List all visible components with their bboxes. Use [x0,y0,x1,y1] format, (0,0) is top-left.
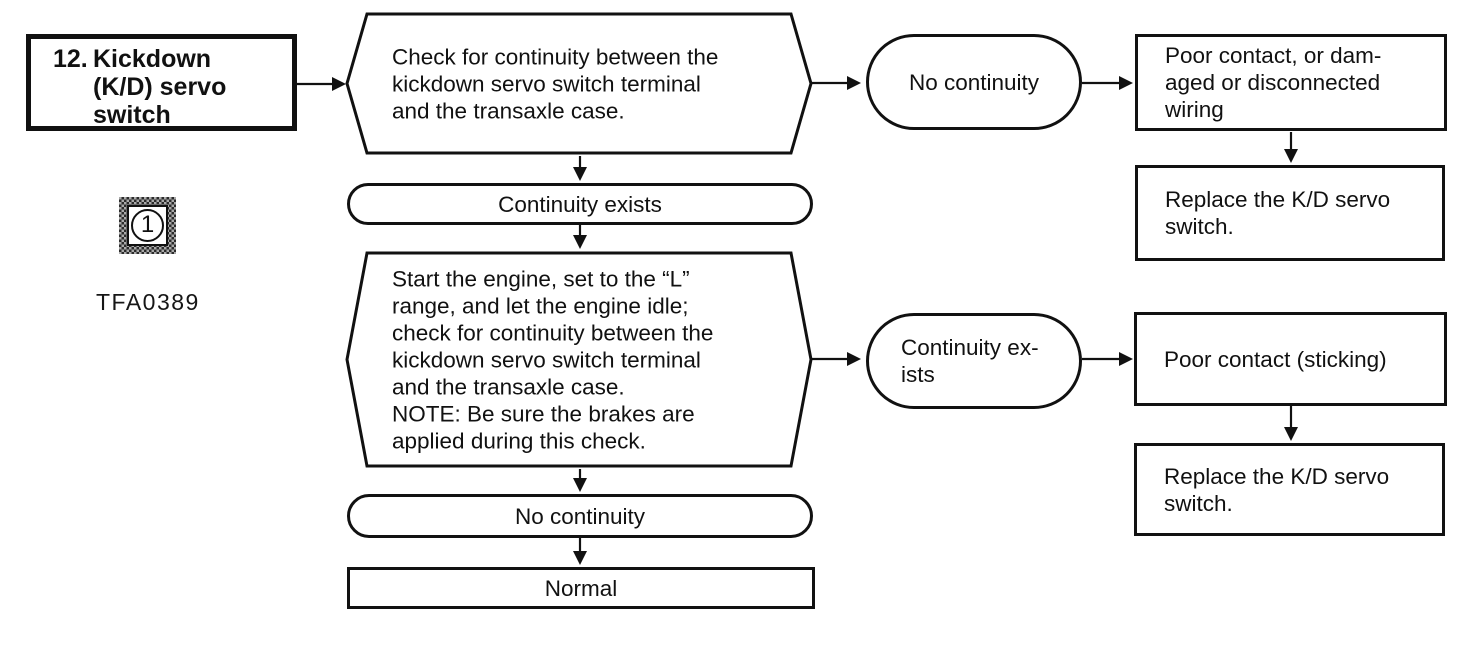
arrow-test2-to-condition2 [812,352,861,366]
arrow-pass2-to-end [573,538,587,565]
hexagon-outline [345,12,813,155]
start-title: Kickdown (K/D) servo switch [93,45,227,129]
start-node: 12. Kickdown (K/D) servo switch [26,34,297,131]
branch2-action-label: Replace the K/D servo switch. [1164,463,1390,516]
branch1-action-box: Replace the K/D servo switch. [1135,165,1445,261]
hexagon-outline [345,251,813,468]
test1-hexagon: Check for continuity between the kickdow… [345,12,813,155]
start-step-number: 12. [53,45,88,73]
branch2-cause-label: Poor contact (sticking) [1164,346,1387,372]
test2-pass-label: No continuity [514,503,646,529]
arrow-cause2-to-action2 [1284,406,1298,441]
arrow-test1-to-condition1 [812,76,861,90]
step-marker-icon: 1 [119,197,176,254]
arrow-test2-to-pass2 [573,469,587,492]
circled-number-icon: 1 [131,209,164,242]
arrow-condition1-to-cause1 [1082,76,1133,90]
branch2-condition-oval: Continuity ex- ists [866,313,1082,409]
test2-text: Start the engine, set to the “L” range, … [392,266,714,453]
test1-pass-label: Continuity exists [498,191,662,217]
test1-pass-result: Continuity exists [347,183,813,225]
branch1-cause-label: Poor contact, or dam- aged or disconnect… [1165,43,1382,122]
arrow-pass1-to-test2 [573,225,587,249]
end-node: Normal [347,567,815,609]
test1-text: Check for continuity between the kickdow… [392,44,719,123]
branch2-condition-label: Continuity ex- ists [901,335,1039,387]
test2-hexagon: Start the engine, set to the “L” range, … [345,251,813,468]
branch1-condition-label: No continuity [908,69,1040,95]
branch1-condition-oval: No continuity [866,34,1082,130]
branch1-cause-box: Poor contact, or dam- aged or disconnect… [1135,34,1447,131]
branch2-action-box: Replace the K/D servo switch. [1134,443,1445,536]
arrow-start-to-test1 [297,77,346,91]
figure-code: TFA0389 [96,289,200,315]
step-marker-inner: 1 [127,205,168,246]
test2-pass-result: No continuity [347,494,813,538]
arrow-test1-to-pass1 [573,156,587,181]
arrow-condition2-to-cause2 [1082,352,1133,366]
arrow-cause1-to-action1 [1284,132,1298,163]
branch2-cause-box: Poor contact (sticking) [1134,312,1447,406]
step-marker-number: 1 [140,211,155,238]
end-label: Normal [544,575,618,601]
branch1-action-label: Replace the K/D servo switch. [1165,187,1391,239]
